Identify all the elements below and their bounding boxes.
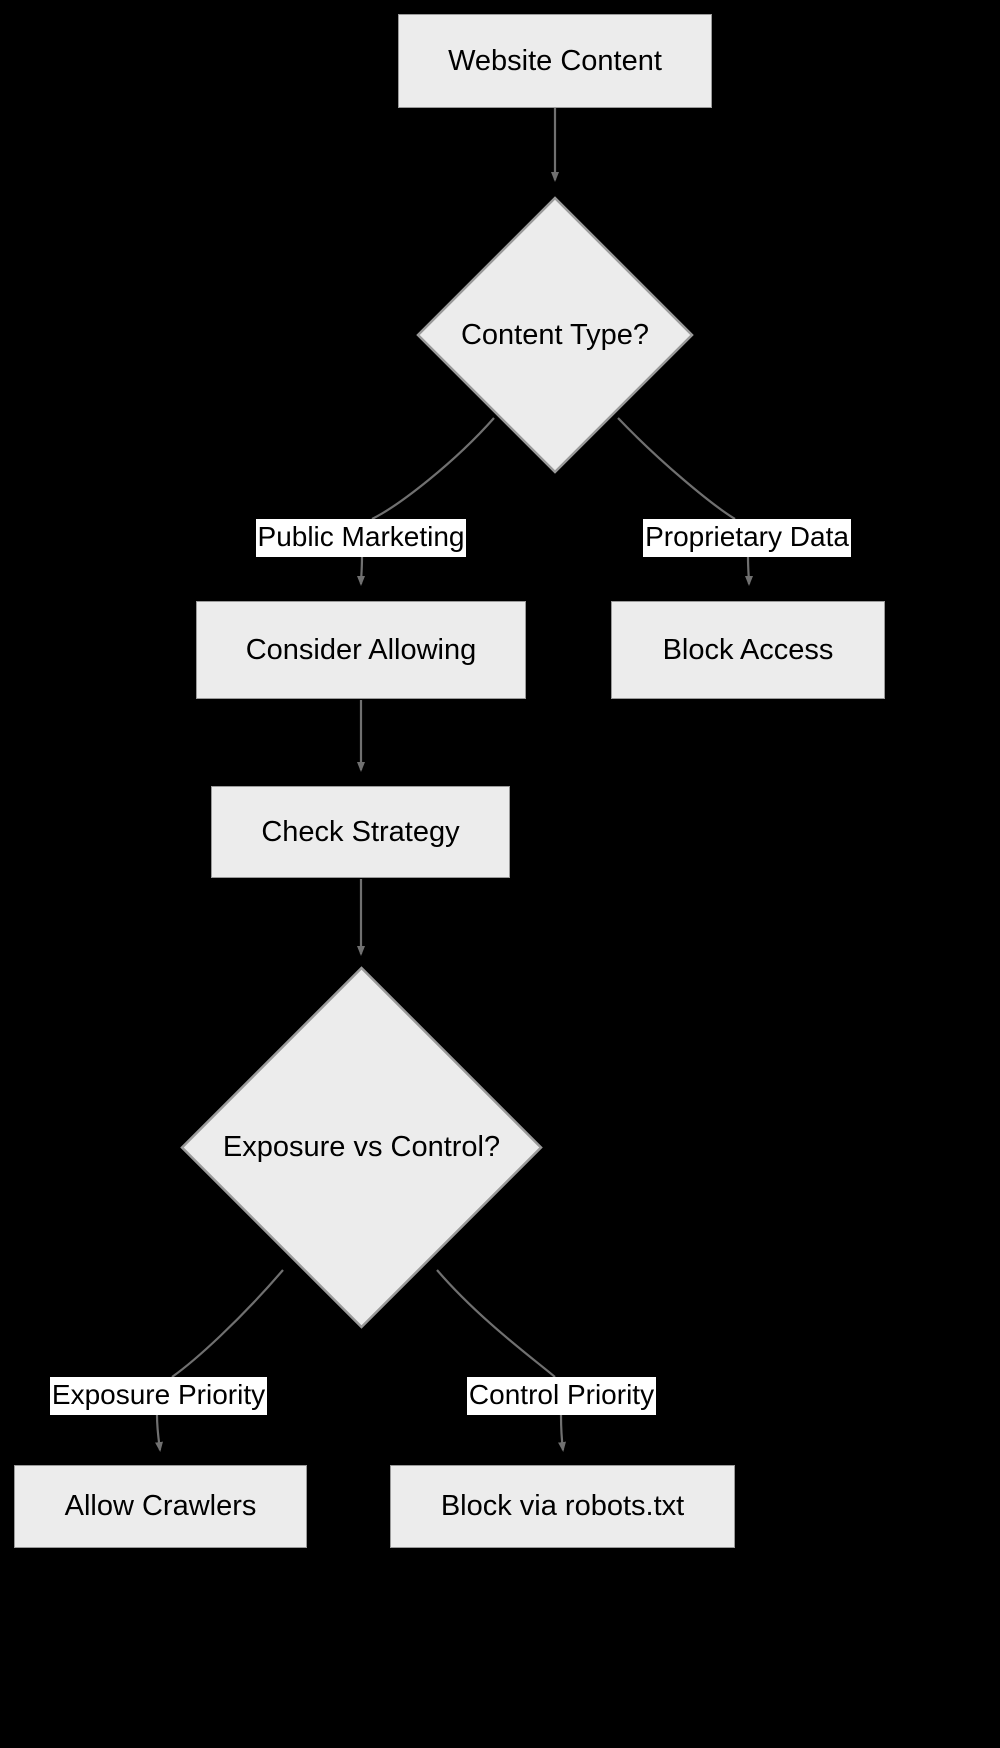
edge-public-marketing-lower xyxy=(357,556,366,586)
node-block-access-label: Block Access xyxy=(662,633,834,666)
node-check-strategy-label: Check Strategy xyxy=(261,815,460,848)
edge-label-exposure-priority: Exposure Priority xyxy=(50,1377,267,1415)
node-check-strategy[interactable]: Check Strategy xyxy=(211,786,510,878)
node-content-type-label: Content Type? xyxy=(460,318,650,351)
edge-label-control-priority: Control Priority xyxy=(467,1377,656,1415)
node-website-content[interactable]: Website Content xyxy=(398,14,712,108)
node-allow-crawlers-label: Allow Crawlers xyxy=(64,1490,257,1522)
node-block-via-robots-txt-label: Block via robots.txt xyxy=(440,1490,685,1522)
node-block-via-robots-txt[interactable]: Block via robots.txt xyxy=(390,1465,735,1548)
edge-proprietary-data-lower xyxy=(744,556,753,586)
node-consider-allowing-label: Consider Allowing xyxy=(245,633,477,666)
diamond-shape xyxy=(180,966,543,1329)
edge-control-priority-lower xyxy=(558,1414,566,1452)
edge-exposure-priority-lower xyxy=(155,1414,163,1452)
node-exposure-vs-control[interactable]: Exposure vs Control? xyxy=(180,966,543,1329)
edge-label-proprietary-data: Proprietary Data xyxy=(643,519,851,557)
edge-label-public-marketing: Public Marketing xyxy=(256,519,466,557)
node-website-content-label: Website Content xyxy=(448,44,662,77)
node-block-access[interactable]: Block Access xyxy=(611,601,885,699)
node-exposure-vs-control-label: Exposure vs Control? xyxy=(222,1131,501,1163)
node-allow-crawlers[interactable]: Allow Crawlers xyxy=(14,1465,307,1548)
node-content-type[interactable]: Content Type? xyxy=(416,196,694,474)
node-consider-allowing[interactable]: Consider Allowing xyxy=(196,601,526,699)
diamond-shape xyxy=(416,196,694,474)
